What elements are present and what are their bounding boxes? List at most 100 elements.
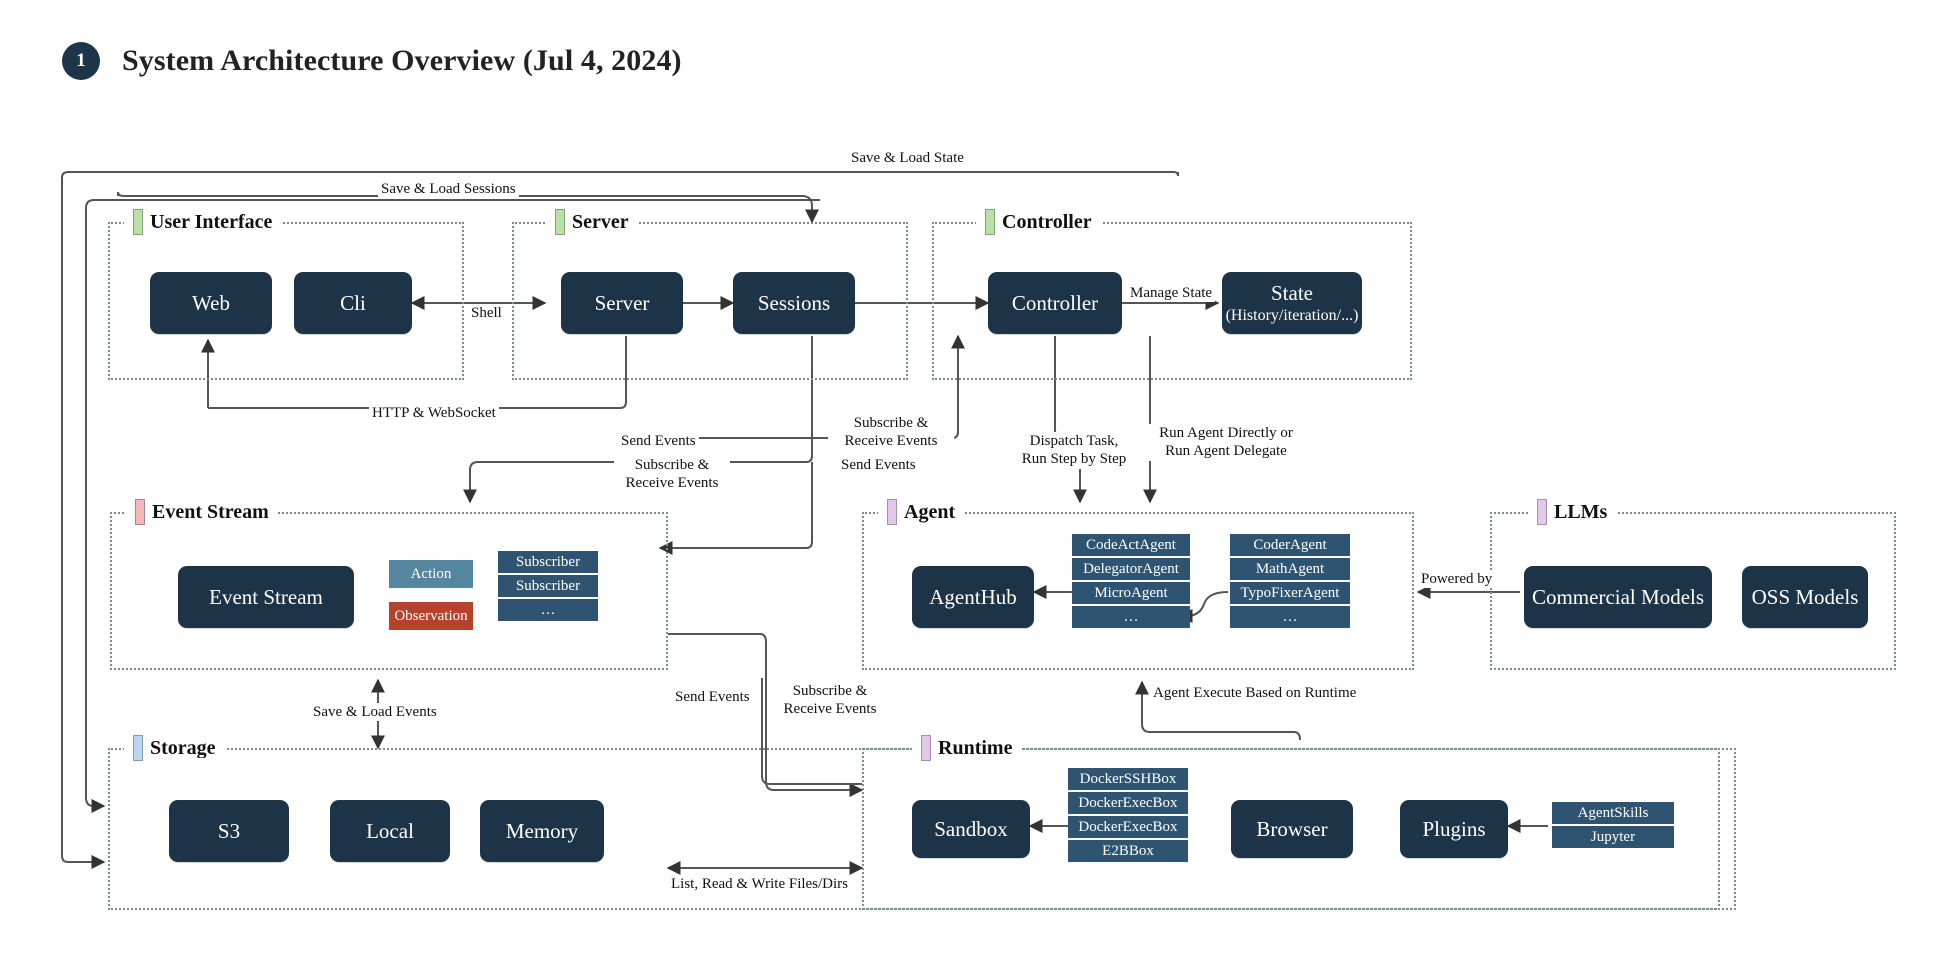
group-title: Runtime [938, 737, 1013, 759]
node-sandbox[interactable]: Sandbox [912, 800, 1030, 858]
group-title: Storage [150, 738, 216, 758]
page-title: System Architecture Overview (Jul 4, 202… [122, 44, 682, 77]
edge-label-manage-state: Manage State [1127, 284, 1216, 303]
list-item[interactable]: MathAgent [1230, 558, 1350, 580]
group-accent-bar-icon [133, 209, 143, 235]
group-title: Controller [1002, 212, 1092, 232]
edge-label-subscribe-receive-1: Subscribe & Receive Events [614, 456, 730, 493]
edge-label-send-events-1: Send Events [618, 432, 699, 451]
node-label: Sessions [757, 290, 831, 315]
node-state[interactable]: State (History/iteration/...) [1222, 272, 1362, 334]
node-label: AgentHub [929, 584, 1017, 609]
list-item[interactable]: DockerSSHBox [1068, 768, 1188, 790]
line-1: Run Agent Directly or [1159, 425, 1293, 441]
edge-label-agent-execute: Agent Execute Based on Runtime [1150, 684, 1360, 703]
list-item[interactable]: DockerExecBox [1068, 792, 1188, 814]
group-label-user-interface: User Interface [124, 208, 282, 236]
node-label: Sandbox [934, 816, 1008, 841]
list-item[interactable]: Jupyter [1552, 826, 1674, 848]
node-server[interactable]: Server [561, 272, 683, 334]
node-label: Web [192, 290, 230, 315]
chip-observation[interactable]: Observation [389, 602, 473, 630]
group-accent-bar-icon [1537, 499, 1547, 525]
stack-plugin-items: AgentSkills Jupyter [1552, 802, 1674, 848]
group-title: Agent [904, 501, 956, 523]
list-item[interactable]: Subscriber [498, 575, 598, 597]
line-2: Receive Events [783, 701, 877, 718]
node-label: Local [366, 818, 414, 843]
node-oss-models[interactable]: OSS Models [1742, 566, 1868, 628]
list-item[interactable]: … [1230, 606, 1350, 628]
node-event-stream[interactable]: Event Stream [178, 566, 354, 628]
node-label: Controller [1011, 290, 1099, 315]
node-label: OSS Models [1751, 584, 1859, 609]
node-label: Browser [1256, 816, 1328, 841]
group-accent-bar-icon [985, 209, 995, 235]
group-label-llms: LLMs [1528, 498, 1617, 526]
node-sessions[interactable]: Sessions [733, 272, 855, 334]
group-label-event-stream: Event Stream [126, 498, 278, 526]
chip-action[interactable]: Action [389, 560, 473, 588]
node-label: Memory [505, 818, 579, 843]
chip-label: Action [410, 565, 452, 582]
group-server: Server [512, 208, 908, 380]
line-1: Subscribe & [792, 683, 868, 699]
list-item[interactable]: TypoFixerAgent [1230, 582, 1350, 604]
group-label-storage: Storage [124, 734, 225, 762]
line-2: Receive Events [844, 433, 938, 450]
group-label-server: Server [546, 208, 638, 236]
stack-subscribers: Subscriber Subscriber … [498, 551, 598, 621]
edge-label-dispatch-task: Dispatch Task, Run Step by Step [1016, 432, 1132, 469]
list-item[interactable]: Subscriber [498, 551, 598, 573]
group-title: Server [572, 212, 629, 232]
node-memory[interactable]: Memory [480, 800, 604, 862]
line-1: Subscribe & [853, 415, 929, 431]
group-label-runtime: Runtime [912, 734, 1022, 762]
node-s3[interactable]: S3 [169, 800, 289, 862]
node-controller[interactable]: Controller [988, 272, 1122, 334]
node-web[interactable]: Web [150, 272, 272, 334]
line-2: Run Agent Delegate [1165, 443, 1287, 460]
edge-label-run-agent: Run Agent Directly or Run Agent Delegate [1148, 424, 1304, 461]
edge-label-send-events-2: Send Events [838, 456, 919, 475]
group-event-stream: Event Stream [110, 498, 668, 670]
list-item[interactable]: … [1072, 606, 1190, 628]
node-agent-hub[interactable]: AgentHub [912, 566, 1034, 628]
slide-header: 1 System Architecture Overview (Jul 4, 2… [62, 42, 682, 80]
line-1: Subscribe & [634, 457, 710, 473]
list-item[interactable]: AgentSkills [1552, 802, 1674, 824]
slide-number-badge: 1 [62, 42, 100, 80]
node-browser[interactable]: Browser [1231, 800, 1353, 858]
edge-label-save-load-state: Save & Load State [848, 149, 967, 168]
group-label-agent: Agent [878, 498, 965, 526]
group-label-controller: Controller [976, 208, 1101, 236]
list-item[interactable]: CoderAgent [1230, 534, 1350, 556]
group-llms: LLMs [1490, 498, 1896, 670]
edge-label-list-read-write: List, Read & Write Files/Dirs [668, 875, 852, 894]
stack-sandboxes: DockerSSHBox DockerExecBox DockerExecBox… [1068, 768, 1188, 862]
list-item[interactable]: E2BBox [1068, 840, 1188, 862]
stack-agents-left: CodeActAgent DelegatorAgent MicroAgent … [1072, 534, 1190, 628]
node-commercial-models[interactable]: Commercial Models [1524, 566, 1712, 628]
list-item[interactable]: DockerExecBox [1068, 816, 1188, 838]
node-plugins[interactable]: Plugins [1400, 800, 1508, 858]
group-accent-bar-icon [921, 735, 931, 761]
node-label: Server [594, 290, 650, 315]
node-sublabel: (History/iteration/...) [1225, 306, 1359, 324]
edge-label-save-load-sessions: Save & Load Sessions [378, 180, 519, 199]
list-item[interactable]: MicroAgent [1072, 582, 1190, 604]
group-accent-bar-icon [887, 499, 897, 525]
node-local[interactable]: Local [330, 800, 450, 862]
list-item[interactable]: DelegatorAgent [1072, 558, 1190, 580]
group-title: User Interface [150, 211, 273, 233]
group-accent-bar-icon [555, 209, 565, 235]
list-item[interactable]: … [498, 599, 598, 621]
edge-label-powered-by: Powered by [1418, 570, 1496, 589]
group-agent: Agent [862, 498, 1414, 670]
line-2: Run Step by Step [1021, 451, 1127, 468]
node-cli[interactable]: Cli [294, 272, 412, 334]
list-item[interactable]: CodeActAgent [1072, 534, 1190, 556]
node-label: Commercial Models [1531, 584, 1705, 609]
edge-label-send-events-3: Send Events [672, 688, 753, 707]
